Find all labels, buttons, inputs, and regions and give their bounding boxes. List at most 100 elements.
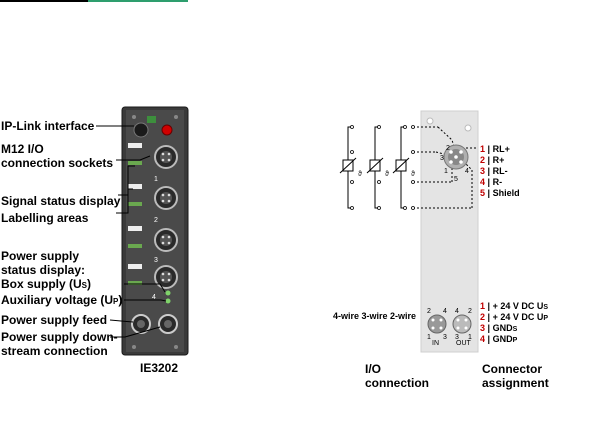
power-pin-sep: |	[487, 312, 491, 322]
power-pin-row: 2 | + 24 V DC UP	[480, 312, 548, 324]
power-pin-row: 3 | GNDS	[480, 323, 517, 335]
socket-number-2: 2	[154, 217, 158, 224]
label-strip-1	[128, 143, 142, 148]
svg-text:2: 2	[468, 308, 472, 315]
io-pin-sep: |	[487, 144, 491, 154]
m12-socket-4	[154, 265, 178, 289]
power-pin-sub: S	[543, 304, 549, 311]
io-pin-row: 2 | R+	[480, 155, 504, 166]
connector-assignment-caption: Connector assignment	[482, 362, 549, 390]
io-pin-sep: |	[487, 155, 491, 165]
label-m12-io-sockets: M12 I/O connection sockets	[1, 142, 114, 170]
m12-socket-1	[154, 145, 178, 169]
theta-label-1: ϑ	[358, 171, 362, 178]
power-pin-label: GND	[492, 323, 513, 333]
io-pin-number: 1	[480, 144, 486, 154]
io-pin-number: 3	[480, 166, 486, 176]
svg-text:1: 1	[444, 168, 448, 175]
aux-voltage-led	[165, 298, 171, 304]
top-link-bar-dark	[0, 0, 88, 2]
io-pin-label: R-	[492, 177, 503, 187]
top-link-bar-accent	[88, 0, 188, 2]
svg-text:2: 2	[427, 308, 431, 315]
label-ip-link-interface: IP-Link interface	[1, 119, 95, 133]
svg-text:3: 3	[455, 334, 459, 341]
ie3202-module: 1 2 3 4	[121, 106, 189, 356]
wire-modes-label: 4-wire 3-wire 2-wire	[333, 311, 417, 321]
in-label: IN	[432, 340, 439, 347]
io-pin-row: 4 | R-	[480, 177, 502, 188]
label-strip-4	[128, 264, 142, 269]
svg-text:1: 1	[427, 334, 431, 341]
power-pin-number: 2	[480, 312, 486, 322]
box-supply-close: )	[87, 277, 92, 291]
power-pin-sub: P	[543, 315, 549, 322]
svg-text:2: 2	[446, 145, 450, 152]
box-supply-led	[165, 290, 171, 296]
wiring-schematic	[339, 126, 476, 209]
power-pin-label: + 24 V DC U	[492, 312, 544, 322]
io-pin-number: 2	[480, 155, 486, 165]
power-pin-number: 1	[480, 301, 486, 311]
io-connector-face	[443, 144, 469, 170]
io-pin-row: 1 | RL+	[480, 144, 510, 155]
label-aux-text: Auxiliary voltage (U	[1, 293, 114, 307]
power-pin-sep: |	[487, 323, 491, 333]
label-power-downstream: Power supply down- stream connection	[1, 330, 118, 358]
svg-text:4: 4	[465, 168, 469, 175]
io-pin-sep: |	[487, 166, 491, 176]
power-pin-sub: P	[512, 337, 518, 344]
io-pin-number: 5	[480, 188, 486, 198]
label-strip-2	[128, 184, 142, 189]
socket-number-4: 4	[152, 294, 156, 301]
power-out-connector-face	[452, 314, 472, 334]
svg-text:3: 3	[443, 334, 447, 341]
io-connection-caption: I/O connection	[365, 362, 430, 390]
power-pin-label: + 24 V DC U	[492, 301, 544, 311]
terminal-markers	[350, 125, 415, 210]
theta-label-2: ϑ	[385, 171, 389, 178]
io-pin-label: RL-	[492, 166, 508, 176]
io-pin-label: Shield	[492, 188, 520, 198]
leader-lines	[96, 125, 167, 338]
module-model-caption: IE3202	[140, 361, 179, 375]
m12-socket-3	[154, 228, 178, 252]
label-power-supply-feed: Power supply feed	[1, 313, 108, 327]
socket-number-3: 3	[154, 257, 158, 264]
ip-link-socket	[133, 122, 149, 138]
power-pin-sep: |	[487, 334, 491, 344]
power-pin-number: 4	[480, 334, 486, 344]
io-pin-label: RL+	[492, 144, 510, 154]
svg-text:3: 3	[440, 155, 444, 162]
power-pin-row: 4 | GNDP	[480, 334, 517, 346]
theta-label-3: ϑ	[411, 171, 415, 178]
out-label: OUT	[456, 340, 472, 347]
power-pin-sep: |	[487, 301, 491, 311]
label-strip-3	[128, 226, 142, 231]
power-pin-sub: S	[512, 326, 518, 333]
io-pin-number: 4	[480, 177, 486, 187]
power-feed-connector	[131, 314, 151, 334]
power-pin-label: GND	[492, 334, 513, 344]
ip-link-red-led	[161, 124, 173, 136]
io-pin-row: 3 | RL-	[480, 166, 508, 177]
label-signal-status-display: Signal status display	[1, 194, 121, 208]
svg-text:5: 5	[454, 176, 458, 183]
io-pin-sep: |	[487, 188, 491, 198]
power-in-connector-face	[427, 314, 447, 334]
m12-socket-2	[154, 186, 178, 210]
socket-number-1: 1	[154, 176, 158, 183]
io-pin-row: 5 | Shield	[480, 188, 520, 199]
io-pin-sep: |	[487, 177, 491, 187]
label-power-status-text: Power supply status display: Box supply …	[1, 249, 86, 291]
power-pin-row: 1 | + 24 V DC US	[480, 301, 548, 313]
label-labelling-areas: Labelling areas	[1, 211, 89, 225]
svg-text:4: 4	[455, 308, 459, 315]
power-downstream-connector	[158, 314, 178, 334]
svg-text:4: 4	[443, 308, 447, 315]
aux-subscript: P	[113, 297, 119, 306]
io-pin-label: R+	[492, 155, 505, 165]
power-pin-number: 3	[480, 323, 486, 333]
label-auxiliary-voltage: Auxiliary voltage (UP)	[1, 293, 122, 309]
